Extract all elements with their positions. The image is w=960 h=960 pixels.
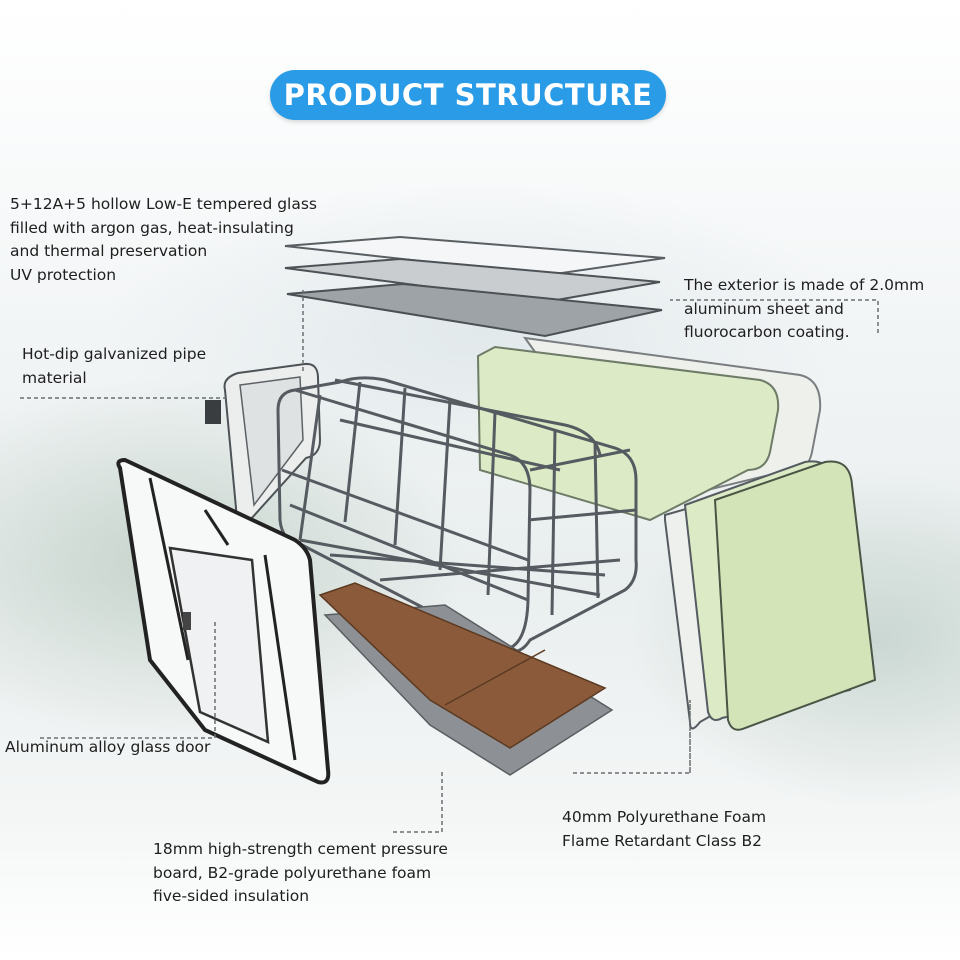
floor-boards (318, 582, 614, 776)
end-wall-panel (205, 362, 322, 522)
door-lock-icon (183, 612, 191, 630)
glass-door-assembly (116, 457, 331, 785)
glass-layers (284, 235, 666, 338)
label-glass: 5+12A+5 hollow Low-E tempered glass fill… (10, 195, 318, 284)
page-title: PRODUCT STRUCTURE (283, 78, 653, 112)
label-door: Aluminum alloy glass door (5, 738, 211, 756)
label-exterior: The exterior is made of 2.0mm aluminum s… (684, 276, 925, 341)
label-floor: 18mm high-strength cement pressure board… (153, 840, 448, 905)
cement-board-brown (318, 582, 607, 749)
door-leaf (168, 546, 270, 744)
label-foam: 40mm Polyurethane Foam Flame Retardant C… (562, 808, 767, 850)
label-frame: Hot-dip galvanized pipe material (22, 345, 207, 387)
foam-panel-outer (713, 460, 877, 731)
callout-lines (20, 290, 879, 833)
door-handle-icon (205, 400, 221, 424)
steel-frame (276, 376, 638, 654)
foam-panels (664, 460, 877, 731)
title-banner: PRODUCT STRUCTURE (270, 70, 666, 120)
glass-layer-bottom (286, 282, 663, 338)
